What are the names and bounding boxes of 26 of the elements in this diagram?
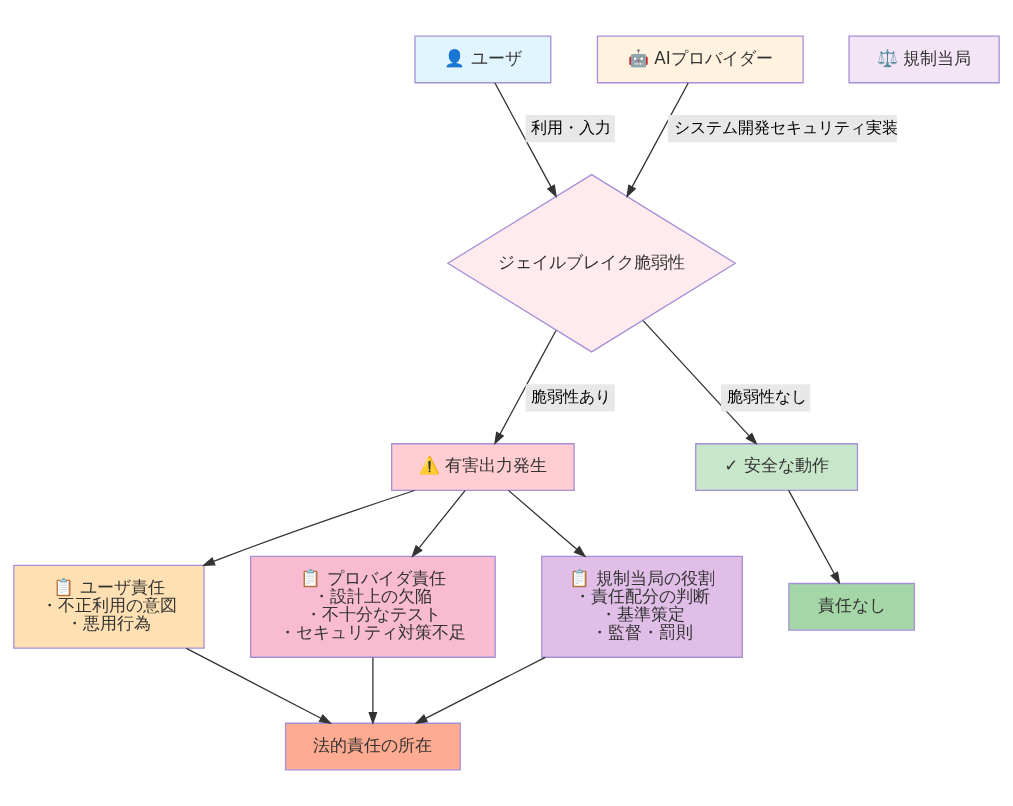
node-box: ⚠ 有害出力発生 xyxy=(391,443,575,491)
node-box: 責任なし xyxy=(788,582,916,631)
arrow xyxy=(494,82,557,198)
arrow xyxy=(642,319,758,445)
arrow xyxy=(368,656,378,725)
arrow xyxy=(414,656,546,724)
node-box: 法的責任の所在 xyxy=(284,722,461,771)
arrow xyxy=(507,489,587,558)
arrow xyxy=(494,329,557,446)
edge-label: 脆弱性あり xyxy=(531,388,612,407)
edge-label: 脆弱性なし xyxy=(726,388,807,407)
arrow xyxy=(185,647,333,725)
edge-label: システム開発セキュリティ実装 xyxy=(673,119,898,138)
arrow xyxy=(788,489,841,585)
arrow xyxy=(626,82,689,198)
node-box: 📋 プロバイダ責任 ・設計上の欠陥 ・不十分なテスト ・セキュリティ対策不足 xyxy=(250,555,496,658)
arrow xyxy=(202,489,416,566)
node-box: 📋 規制当局の役割 ・責任配分の判断 ・基準策定 ・監督・罰則 xyxy=(541,555,743,658)
node-box: 👤 ユーザ xyxy=(414,35,552,84)
node-box: 🤖 AIプロバイダー xyxy=(596,35,804,84)
node-diamond: ジェイルブレイク脆弱性 xyxy=(446,173,737,353)
node-box: ✓ 安全な動作 xyxy=(695,443,859,491)
node-box: 📋 ユーザ責任 ・不正利用の意図 ・悪用行為 xyxy=(13,564,205,649)
edge-label: 利用・入力 xyxy=(531,119,612,138)
arrow xyxy=(411,489,466,558)
node-box: ⚖ 規制当局 xyxy=(848,35,1000,84)
